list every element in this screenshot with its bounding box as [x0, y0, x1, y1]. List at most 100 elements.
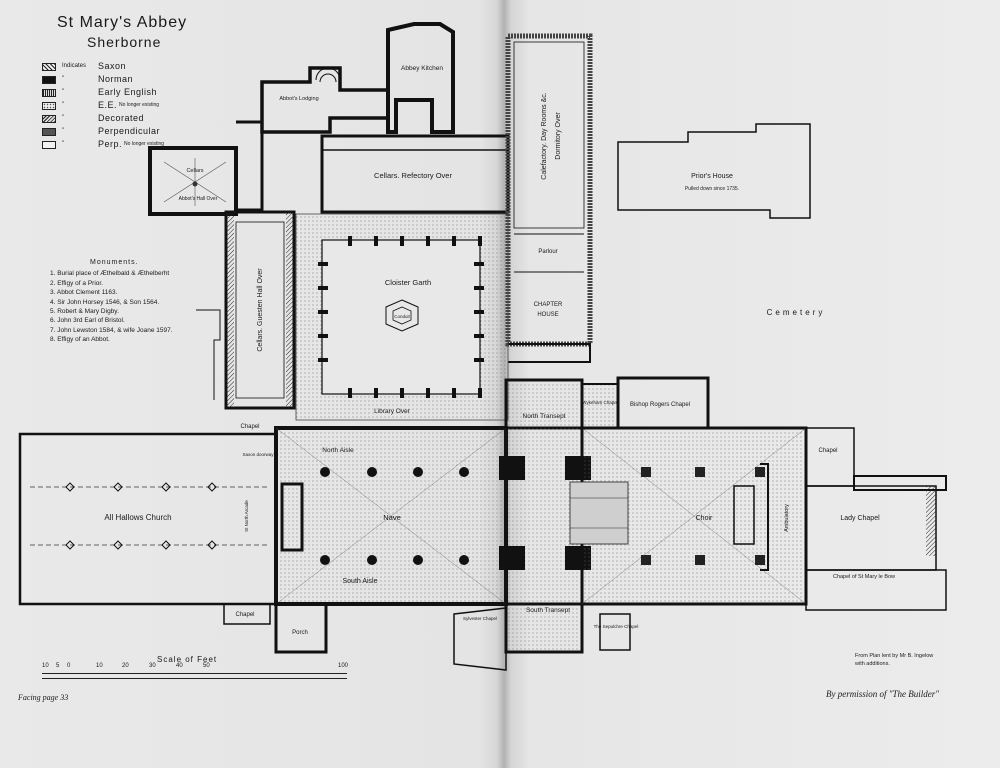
cloister-buttress [348, 388, 352, 398]
plan-source-line-1: From Plan lent by Mr B. Ingelow [855, 653, 934, 659]
cloister-buttress [426, 388, 430, 398]
dormitory-range [505, 33, 593, 363]
choir-pier [755, 467, 765, 477]
legend-name: Perpendicular [98, 126, 161, 136]
plan-title: St Mary's Abbey [57, 14, 188, 31]
legend-swatch [42, 114, 56, 123]
scale-label: Scale of Feet [157, 655, 218, 664]
nave-pier [320, 467, 330, 477]
cloister-buttress [318, 262, 328, 266]
cloister-buttress [400, 388, 404, 398]
monuments-list: Monuments. 1. Burial place of Æthelbald … [50, 258, 173, 345]
all-hallows-pier [65, 482, 75, 492]
legend-prefix: " [62, 76, 65, 82]
nave-pier [413, 467, 423, 477]
cloister-buttress [374, 388, 378, 398]
all-hallows-pier [161, 540, 171, 550]
south-transept-label: South Transept [526, 607, 570, 614]
cloister-buttress [478, 236, 482, 246]
scale-tick: 10 [96, 663, 103, 669]
legend-row-saxon: Indicates Saxon [42, 60, 164, 73]
abbots-hall-label: Abbot's Hall Over [179, 196, 218, 202]
cloister-buttress [400, 236, 404, 246]
all-hallows-pier [113, 482, 123, 492]
priors-house-label: Prior's House [691, 173, 733, 180]
monument-item: 2. Effigy of a Prior. [50, 279, 103, 287]
legend-row-early-english: " Early English [42, 86, 164, 99]
permission-credit: By permission of "The Builder" [826, 689, 940, 699]
legend-name: Norman [98, 74, 134, 84]
parlour-label: Parlour [538, 249, 557, 255]
scale-tick: 40 [176, 663, 183, 669]
nave-piers [320, 467, 469, 565]
north-chapels [581, 376, 710, 430]
plan-source-note: From Plan lent by Mr B. Ingelow with add… [855, 652, 933, 668]
all-hallows-pier [207, 540, 217, 550]
all-hallows-pier [161, 482, 171, 492]
all-hallows-label: All Hallows Church [104, 513, 171, 522]
nave-pier [367, 467, 377, 477]
choir-pier [755, 555, 765, 565]
choir-label: Choir [696, 515, 713, 522]
monument-item: 5. Robert & Mary Digby. [50, 308, 119, 316]
cloister-buttress [452, 236, 456, 246]
legend-note: No longer existing [119, 102, 160, 108]
cellars-label: Cellars [186, 168, 203, 174]
sepulchre-chapel-label: The Sepulchre Chapel [594, 624, 639, 629]
sylvester-chapel-label: Sylvester Chapel [463, 616, 497, 621]
legend-swatch [42, 127, 56, 136]
conduit-label: Conduit [394, 314, 410, 319]
nave-label: Nave [383, 513, 401, 522]
legend-note: No longer existing [124, 141, 165, 147]
legend-prefix: " [62, 141, 65, 147]
choir-pier [641, 555, 651, 565]
choir-pier [695, 467, 705, 477]
cloister-buttress [318, 286, 328, 290]
cloister-buttresses [318, 236, 484, 398]
monument-item: 1. Burial place of Æthelbald & Æthelberh… [50, 270, 170, 278]
cloister-buttress [474, 334, 484, 338]
cloister-buttress [318, 334, 328, 338]
monument-item: 7. John Lewston 1584, & wife Joane 1597. [50, 326, 173, 334]
cellars-abbots-hall [148, 146, 238, 216]
porch-label: Porch [292, 630, 308, 636]
guesten-hall [196, 210, 296, 410]
choir-pier [641, 467, 651, 477]
ambulatory-label: Ambulatory [784, 504, 790, 532]
dormitory-label: Dormitory Over [555, 112, 562, 160]
legend: Indicates Saxon " Norman " Early English… [42, 60, 164, 151]
legend-row-decorated: " Decorated [42, 112, 164, 125]
legend-prefix: " [62, 89, 65, 95]
legend-prefix: " [62, 102, 65, 108]
cloister-buttress [348, 236, 352, 246]
all-hallows-piers [65, 482, 217, 550]
chapel-sw-label: Chapel [235, 612, 254, 618]
scale-tick: 30 [149, 663, 156, 669]
scale-tick: 10 [42, 663, 49, 669]
cloister-buttress [374, 236, 378, 246]
conduit [385, 299, 419, 332]
lady-chapel [805, 427, 947, 611]
refectory-label: Cellars. Refectory Over [374, 171, 452, 180]
north-aisle-label: North Aisle [322, 447, 354, 454]
nave-pier [320, 555, 330, 565]
library-over-label: Library Over [374, 408, 411, 415]
nave-pier [413, 555, 423, 565]
legend-swatch [42, 88, 56, 97]
legend-swatch [42, 75, 56, 84]
bishop-rogers-label: Bishop Rogers Chapel [630, 402, 690, 408]
choir-piers [641, 467, 765, 565]
legend-name: Early English [98, 87, 158, 97]
cloister-buttress [478, 388, 482, 398]
all-hallows-pier [113, 540, 123, 550]
priors-house-note: Pulled down since 1735. [685, 186, 739, 192]
north-arcade-label: St North Arcade [244, 500, 249, 532]
monument-item: 3. Abbot Clement 1163. [50, 289, 118, 297]
all-hallows-pier [65, 540, 75, 550]
monument-item: 8. Effigy of an Abbot. [50, 336, 110, 344]
calefactory-label: Calefactory. Day Rooms &c. [541, 92, 548, 179]
lady-chapel-label: Lady Chapel [840, 515, 880, 522]
legend-row-perpendicular: " Perpendicular [42, 125, 164, 138]
legend-row-norman: " Norman [42, 73, 164, 86]
